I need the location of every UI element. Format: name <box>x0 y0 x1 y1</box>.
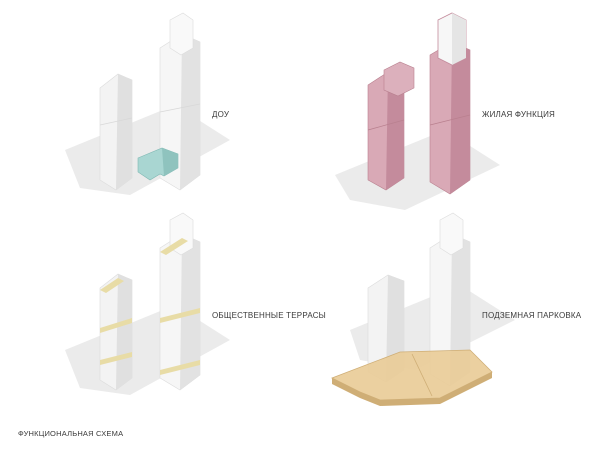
diagram-residential <box>335 12 500 210</box>
label-residential: ЖИЛАЯ ФУНКЦИЯ <box>482 110 556 119</box>
terrace-volume <box>100 352 132 365</box>
diagram-public-terraces <box>65 212 230 395</box>
terrace-volume <box>160 308 200 323</box>
label-kindergarten: ДОУ <box>212 110 230 119</box>
diagram-underground-parking <box>331 212 515 406</box>
terrace-volume <box>100 278 124 293</box>
diagram-kindergarten <box>65 12 230 195</box>
terrace-volume <box>160 360 200 375</box>
caption: ФУНКЦИОНАЛЬНАЯ СХЕМА <box>18 429 124 438</box>
terrace-volume <box>160 238 188 255</box>
label-underground-parking: ПОДЗЕМНАЯ ПАРКОВКА <box>482 311 582 320</box>
terrace-volume <box>100 318 132 333</box>
label-public-terraces: ОБЩЕСТВЕННЫЕ ТЕРРАСЫ <box>212 311 326 320</box>
